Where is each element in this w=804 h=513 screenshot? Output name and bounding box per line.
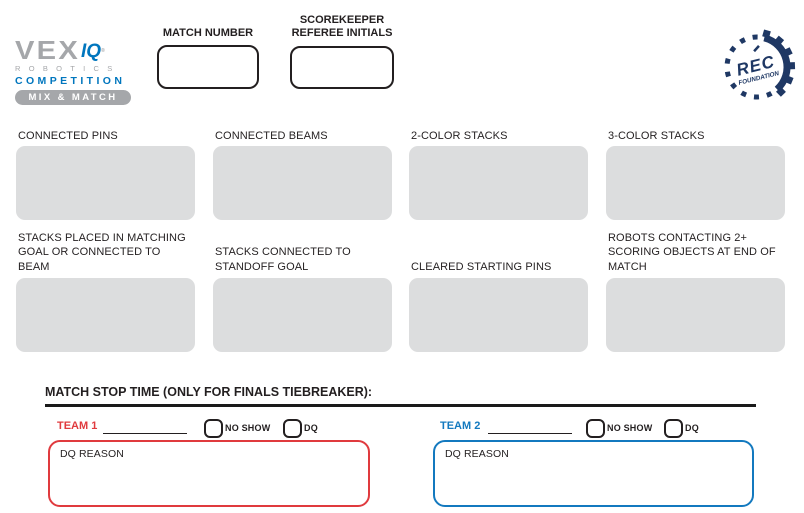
score-label: STACKS PLACED IN MATCHING GOAL OR CONNEC… — [18, 231, 186, 273]
score-label: STACKS CONNECTED TO STANDOFF GOAL — [215, 246, 351, 273]
robots-contacting-input[interactable] — [606, 278, 785, 352]
scorekeeper-referee-initials-label: SCOREKEEPER REFEREE INITIALS — [278, 14, 406, 40]
scorekeeper-initials-input[interactable] — [290, 46, 394, 89]
stacks-matching-goal-input[interactable] — [16, 278, 195, 352]
score-cell-connected-pins: CONNECTED PINS — [16, 129, 206, 220]
vex-iq-competition-logo: VEX IQ® ROBOTICS COMPETITION MIX & MATCH — [15, 37, 131, 105]
scorekeeper-label-line2: REFEREE INITIALS — [291, 27, 393, 39]
team2-no-show-checkbox[interactable] — [586, 419, 605, 438]
score-label: CONNECTED BEAMS — [215, 130, 328, 142]
team1-dq-reason-label: DQ REASON — [60, 448, 124, 460]
score-label: 2-COLOR STACKS — [411, 130, 508, 142]
cleared-starting-pins-input[interactable] — [409, 278, 588, 352]
connected-pins-input[interactable] — [16, 146, 195, 220]
score-cell-connected-beams: CONNECTED BEAMS — [213, 129, 403, 220]
rec-gear-icon: REC FOUNDATION — [724, 29, 796, 100]
stacks-standoff-goal-input[interactable] — [213, 278, 392, 352]
match-number-input[interactable] — [157, 45, 259, 89]
three-color-stacks-input[interactable] — [606, 146, 785, 220]
match-stop-time-heading: MATCH STOP TIME (ONLY FOR FINALS TIEBREA… — [45, 385, 373, 399]
score-cell-robots-contacting: ROBOTS CONTACTING 2+ SCORING OBJECTS AT … — [606, 231, 796, 352]
registered-mark: ® — [101, 48, 105, 54]
scorekeeper-label-line1: SCOREKEEPER — [299, 14, 385, 26]
match-number-label: MATCH NUMBER — [162, 27, 254, 39]
iq-wordmark: IQ® — [81, 41, 105, 62]
rec-foundation-logo: REC FOUNDATION — [716, 24, 798, 115]
score-label: ROBOTS CONTACTING 2+ SCORING OBJECTS AT … — [608, 231, 776, 273]
team1-label: TEAM 1 — [57, 420, 98, 432]
team2-dq-reason-label: DQ REASON — [445, 448, 509, 460]
mix-and-match-banner: MIX & MATCH — [15, 90, 131, 105]
team1-no-show-label: NO SHOW — [225, 423, 271, 433]
score-cell-stacks-matching-goal: STACKS PLACED IN MATCHING GOAL OR CONNEC… — [16, 231, 206, 352]
score-label: CONNECTED PINS — [18, 130, 118, 142]
score-cell-stacks-standoff-goal: STACKS CONNECTED TO STANDOFF GOAL — [213, 242, 403, 352]
team2-dq-checkbox[interactable] — [664, 419, 683, 438]
team2-label: TEAM 2 — [440, 420, 481, 432]
competition-wordmark: COMPETITION — [15, 75, 126, 87]
score-cell-2-color-stacks: 2-COLOR STACKS — [409, 129, 599, 220]
team1-number-field[interactable] — [103, 419, 187, 434]
team2-number-field[interactable] — [488, 419, 572, 434]
robotics-wordmark: ROBOTICS — [15, 64, 121, 73]
score-label: CLEARED STARTING PINS — [411, 260, 552, 273]
score-label: 3-COLOR STACKS — [608, 130, 705, 142]
two-color-stacks-input[interactable] — [409, 146, 588, 220]
connected-beams-input[interactable] — [213, 146, 392, 220]
team1-dq-checkbox[interactable] — [283, 419, 302, 438]
match-stop-time-rule[interactable] — [45, 404, 756, 407]
team1-dq-reason-input[interactable]: DQ REASON — [48, 440, 370, 507]
vex-logo-row: VEX IQ® — [15, 35, 131, 65]
team1-no-show-checkbox[interactable] — [204, 419, 223, 438]
score-cell-3-color-stacks: 3-COLOR STACKS — [606, 129, 796, 220]
team2-dq-reason-input[interactable]: DQ REASON — [433, 440, 754, 507]
team1-dq-label: DQ — [304, 423, 318, 433]
score-cell-cleared-starting-pins: CLEARED STARTING PINS — [409, 242, 599, 352]
team2-dq-label: DQ — [685, 423, 699, 433]
vex-wordmark: VEX — [15, 35, 80, 65]
team2-no-show-label: NO SHOW — [607, 423, 653, 433]
